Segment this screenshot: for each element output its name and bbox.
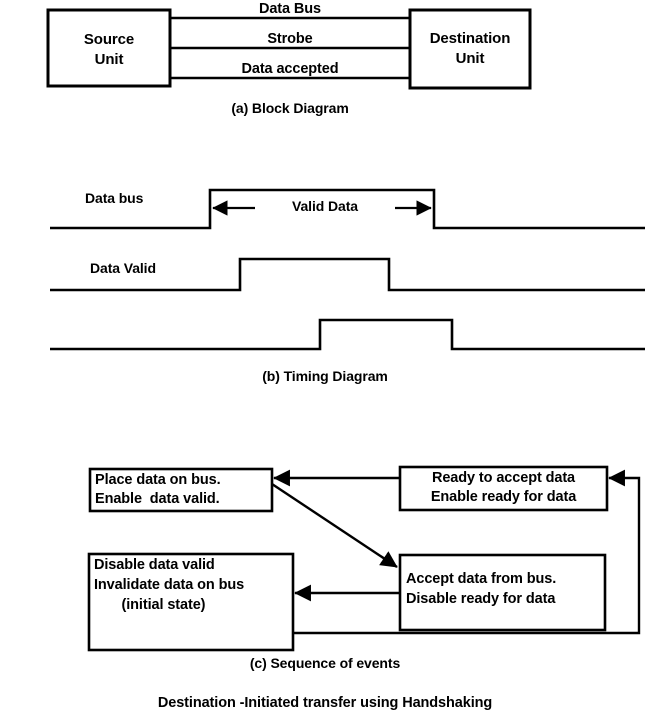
sequence-text-ready-line1: Ready to accept data — [431, 470, 576, 486]
sequence-box-accept-data — [398, 553, 607, 632]
sequence-text-place-data-line1: Place data on bus. — [95, 472, 221, 488]
bus-label-data-accepted: Data accepted — [241, 61, 339, 77]
source-unit-box — [46, 8, 172, 88]
sequence-diagram-caption: (c) Sequence of events — [249, 655, 401, 671]
sequence-box-ready-to-accept — [398, 465, 609, 512]
block-diagram-caption: (a) Block Diagram — [231, 100, 349, 116]
sequence-text-disable-line3: (initial state) — [94, 597, 206, 613]
source-unit-label-line1: Source — [83, 31, 135, 48]
destination-unit-label-line1: Destination — [429, 30, 511, 47]
figure-main-title: Destination -Initiated transfer using Ha… — [157, 695, 493, 711]
destination-unit-label-line2: Unit — [455, 50, 485, 67]
destination-unit-box — [408, 8, 532, 90]
sequence-text-place-data-line2: Enable data valid. — [95, 491, 220, 507]
sequence-box-disable-data-valid — [87, 552, 295, 652]
sequence-text-accept-line1: Accept data from bus. — [406, 571, 557, 587]
bus-label-strobe: Strobe — [267, 31, 313, 47]
timing-diagram-caption: (b) Timing Diagram — [262, 368, 388, 384]
timing-annotation-valid-data: Valid Data — [255, 198, 395, 215]
sequence-box-place-data — [88, 467, 274, 513]
sequence-text-accept-line2: Disable ready for data — [406, 591, 556, 607]
waveform-third-signal — [50, 318, 645, 351]
waveform-data-bus — [50, 188, 645, 230]
waveform-data-valid — [50, 257, 645, 292]
bus-label-data-bus: Data Bus — [258, 1, 322, 17]
sequence-text-disable-line2: Invalidate data on bus — [94, 577, 245, 593]
sequence-text-disable-line1: Disable data valid — [94, 557, 215, 573]
sequence-text-ready-line2: Enable ready for data — [430, 489, 577, 505]
source-unit-label-line2: Unit — [94, 51, 124, 68]
arrow-feedback-loop — [293, 469, 641, 635]
arrow-place-to-accept-diagonal — [271, 483, 398, 568]
timing-signal-name-data-bus: Data bus — [85, 190, 144, 206]
timing-signal-name-data-valid: Data Valid — [90, 260, 156, 276]
